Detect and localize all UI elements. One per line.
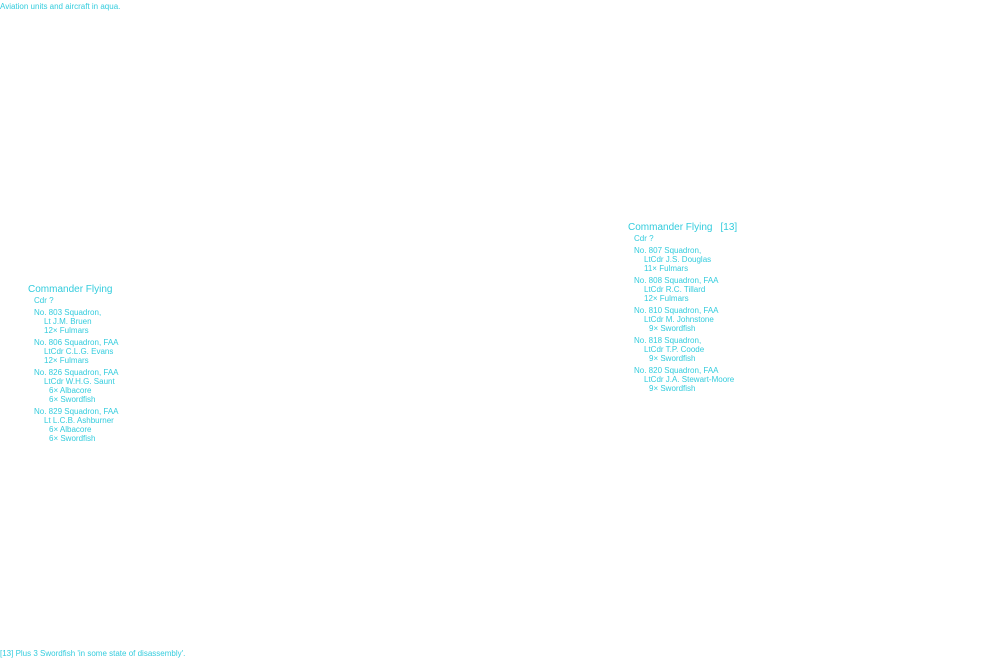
group-title: Commander Flying [13] (628, 222, 737, 234)
squadron-name: No. 826 Squadron, FAA (34, 368, 119, 377)
squadron-commander: LtCdr J.A. Stewart-Moore (644, 375, 735, 384)
squadron-commander: Lt J.M. Bruen (44, 317, 92, 326)
squadron-commander: LtCdr C.L.G. Evans (44, 347, 114, 356)
squadron-name: No. 808 Squadron, FAA (634, 276, 719, 285)
squadron-entry: No. 806 Squadron, FAA LtCdr C.L.G. Evans… (34, 338, 119, 365)
commander-flying-group-left: Commander Flying Cdr ? No. 803 Squadron,… (28, 284, 119, 446)
squadron-commander: Lt L.C.B. Ashburner (44, 416, 114, 425)
commander-name: Cdr ? (34, 296, 54, 305)
squadron-entry: No. 826 Squadron, FAA LtCdr W.H.G. Saunt… (34, 368, 119, 404)
squadron-aircraft: 6× Albacore (49, 425, 92, 434)
squadron-entry: No. 820 Squadron, FAA LtCdr J.A. Stewart… (634, 366, 737, 393)
squadron-entry: No. 810 Squadron, FAA LtCdr M. Johnstone… (634, 306, 737, 333)
group-title-text: Commander Flying (628, 222, 713, 233)
squadron-aircraft: 9× Swordfish (649, 384, 696, 393)
footnote: [13] Plus 3 Swordfish 'in some state of … (0, 649, 186, 658)
squadron-name: No. 806 Squadron, FAA (34, 338, 119, 347)
squadron-aircraft: 12× Fulmars (644, 294, 689, 303)
squadron-aircraft: 9× Swordfish (649, 324, 696, 333)
commander-flying-group-right: Commander Flying [13] Cdr ? No. 807 Squad… (628, 222, 737, 396)
squadron-name: No. 818 Squadron, (634, 336, 702, 345)
squadron-aircraft: 6× Swordfish (49, 395, 96, 404)
squadron-commander: LtCdr J.S. Douglas (644, 255, 712, 264)
squadron-entry: No. 829 Squadron, FAA Lt L.C.B. Ashburne… (34, 407, 119, 443)
squadron-aircraft: 12× Fulmars (44, 356, 89, 365)
squadron-entry: No. 807 Squadron, LtCdr J.S. Douglas 11×… (634, 246, 737, 273)
squadron-commander: LtCdr T.P. Coode (644, 345, 705, 354)
squadron-name: No. 803 Squadron, (34, 308, 102, 317)
squadron-entry: No. 818 Squadron, LtCdr T.P. Coode 9× Sw… (634, 336, 737, 363)
squadron-aircraft: 12× Fulmars (44, 326, 89, 335)
squadron-aircraft: 11× Fulmars (644, 264, 689, 273)
squadron-entry: No. 803 Squadron, Lt J.M. Bruen 12× Fulm… (34, 308, 119, 335)
squadron-aircraft: 6× Albacore (49, 386, 92, 395)
squadron-name: No. 829 Squadron, FAA (34, 407, 119, 416)
group-title: Commander Flying (28, 284, 119, 296)
squadron-commander: LtCdr R.C. Tillard (644, 285, 706, 294)
commander-name: Cdr ? (634, 234, 654, 243)
squadron-entry: No. 808 Squadron, FAA LtCdr R.C. Tillard… (634, 276, 737, 303)
squadron-name: No. 810 Squadron, FAA (634, 306, 719, 315)
squadron-name: No. 807 Squadron, (634, 246, 702, 255)
footnote-ref-link[interactable]: [13] (720, 222, 738, 233)
group-title-text: Commander Flying (28, 284, 113, 295)
squadron-name: No. 820 Squadron, FAA (634, 366, 719, 375)
squadron-aircraft: 9× Swordfish (649, 354, 696, 363)
squadron-commander: LtCdr M. Johnstone (644, 315, 714, 324)
header-note: Aviation units and aircraft in aqua. (0, 2, 121, 11)
squadron-aircraft: 6× Swordfish (49, 434, 96, 443)
squadron-commander: LtCdr W.H.G. Saunt (44, 377, 115, 386)
